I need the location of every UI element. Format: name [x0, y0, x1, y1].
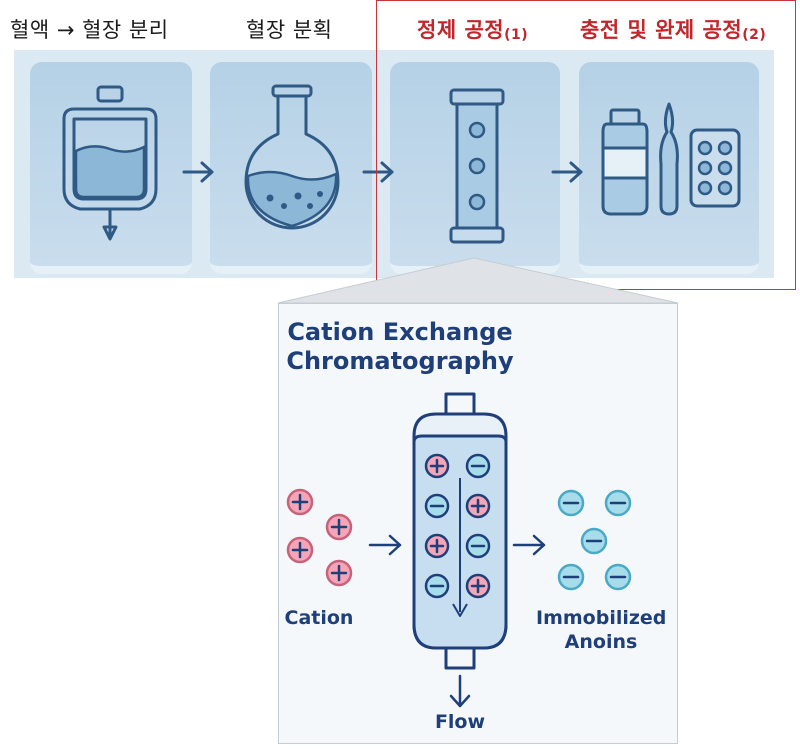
arrow-right-icon [362, 161, 394, 183]
vial-ampoule-pills-icon [601, 102, 741, 216]
step-label-purification: 정제 공정(1) [417, 18, 529, 43]
detail-title: Cation Exchange Chromatography [286, 318, 514, 375]
arrow-right-icon [551, 161, 583, 183]
arrow-right-icon [368, 534, 402, 556]
flow-label: Flow [434, 711, 486, 733]
immobilized-anions-label: Immobilized Anoins [536, 607, 667, 653]
arrow-right-icon [182, 161, 214, 183]
arrow-right-icon [512, 534, 546, 556]
flask-icon [244, 84, 340, 230]
step-label-plasma-separation: 혈액 → 혈장 분리 [10, 18, 169, 42]
cation-label: Cation [284, 607, 354, 629]
step-label-fill-finish: 충전 및 완제 공정(2) [580, 18, 767, 43]
arrow-down-icon [449, 674, 471, 708]
step-label-plasma-fractionation: 혈장 분획 [246, 18, 333, 42]
column-icon [449, 88, 505, 244]
blood-bag-icon [62, 85, 158, 241]
